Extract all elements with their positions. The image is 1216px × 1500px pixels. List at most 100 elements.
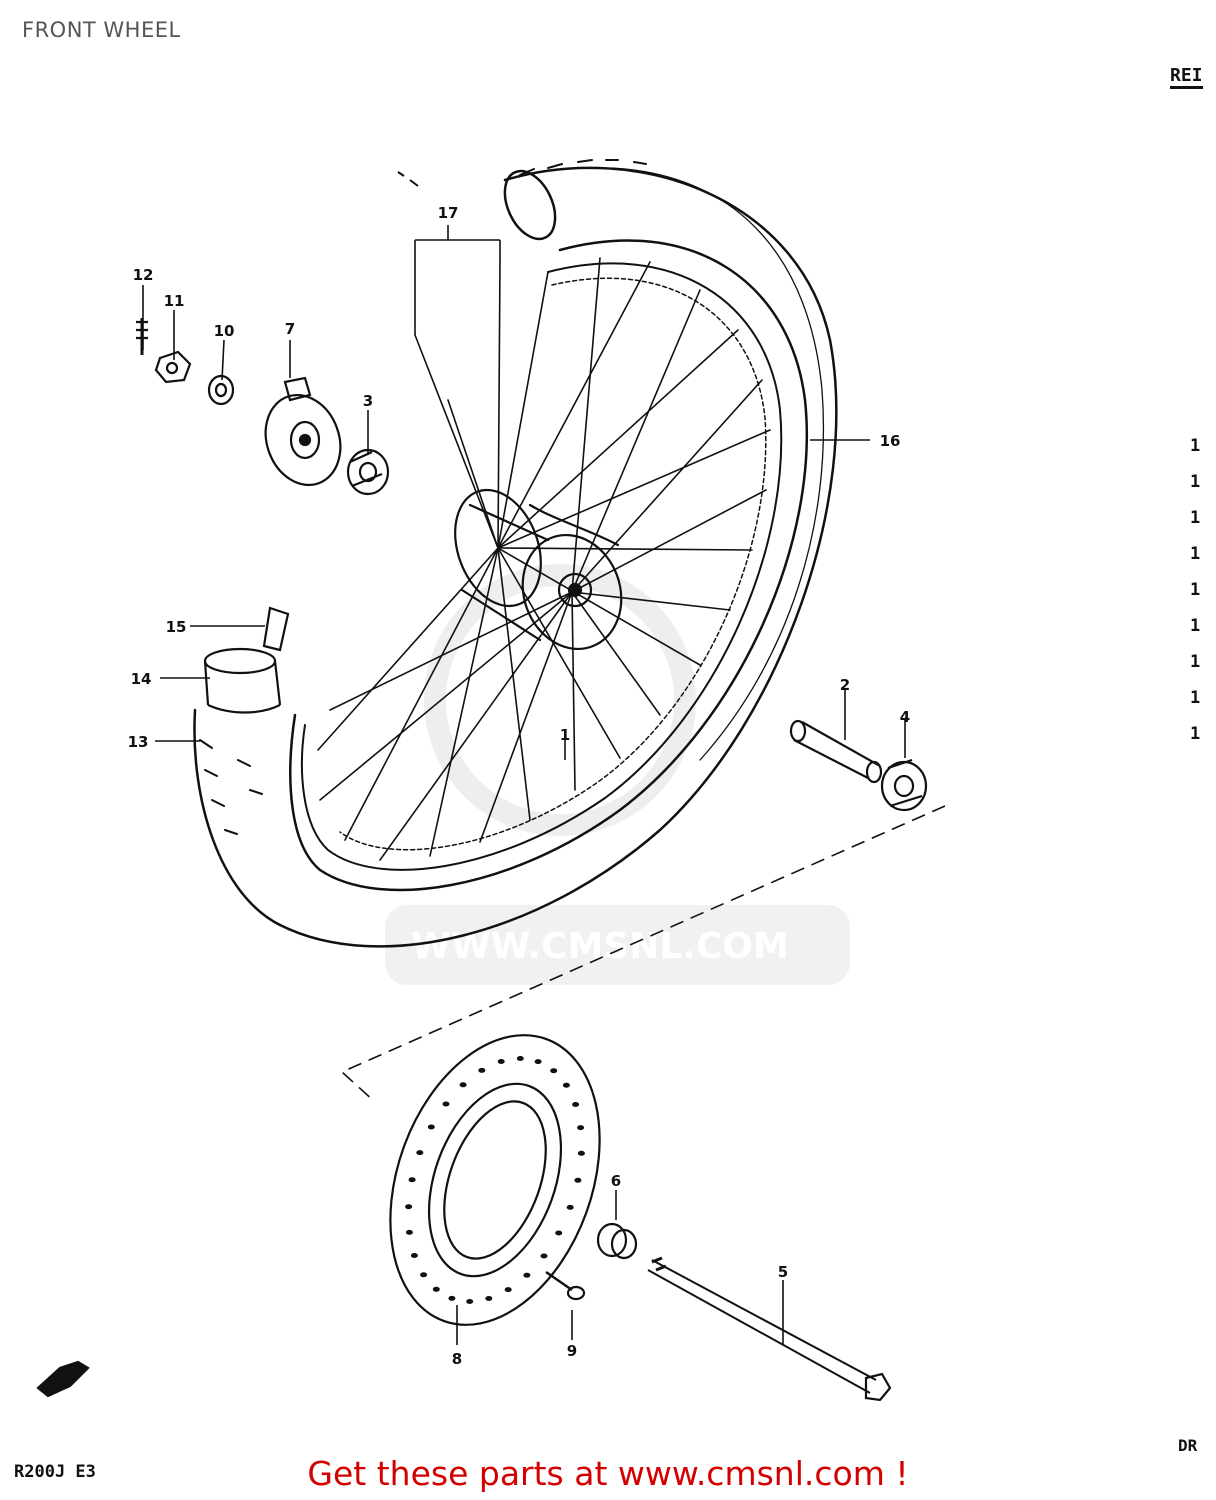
spoke	[429, 547, 499, 857]
disc-hole	[504, 1287, 512, 1293]
rim-outer	[300, 262, 783, 871]
ref-column-item: 1	[1190, 724, 1201, 744]
small-parts	[36, 171, 928, 1402]
axle-5	[647, 1256, 892, 1402]
disc-hole	[448, 1295, 456, 1301]
callout-16: 16	[880, 432, 901, 450]
ref-column-item: 1	[1190, 508, 1201, 528]
disc-hole	[427, 1124, 435, 1130]
callout-4: 4	[900, 708, 910, 726]
valve-band-top	[503, 169, 557, 241]
footer-banner-link[interactable]: Get these parts at www.cmsnl.com !	[307, 1454, 909, 1493]
bearing-3	[346, 448, 390, 496]
spoke	[414, 334, 499, 549]
spoke	[479, 591, 573, 843]
disc-hole	[405, 1229, 413, 1235]
spoke	[319, 591, 573, 801]
ref-column-item: 1	[1190, 652, 1201, 672]
ref-column-item: 1	[1190, 688, 1201, 708]
axle-centerline	[340, 805, 946, 1103]
disc-hole	[466, 1299, 474, 1304]
spoke	[571, 591, 576, 791]
disc-hole	[577, 1125, 585, 1131]
tube-14	[203, 647, 282, 714]
brake-disc-8	[389, 1034, 601, 1326]
spoke	[497, 259, 501, 549]
callout-2: 2	[840, 676, 850, 694]
spoke	[329, 591, 573, 711]
bearing-4	[880, 758, 928, 812]
bolt-12	[136, 318, 148, 355]
callout-9: 9	[567, 1342, 577, 1360]
ref-code: REI	[1170, 66, 1203, 89]
cmsnl-watermark: WWW.CMSNL.COM	[385, 564, 850, 985]
disc-hole	[497, 1059, 505, 1064]
callout-14: 14	[131, 670, 152, 688]
wheel-spokes	[317, 257, 771, 861]
disc-hole	[534, 1059, 542, 1065]
ref-column-item: 1	[1190, 616, 1201, 636]
callout-labels: 17 12 11 10 7 3 16 15 14 13 2 4 1 6 5 8 …	[128, 204, 911, 1368]
spoke	[317, 547, 499, 751]
spoke	[497, 547, 701, 666]
disc-hole	[432, 1286, 440, 1292]
disc-hole	[523, 1272, 531, 1278]
tyre-tread-blocks	[199, 159, 647, 835]
disc-hole	[442, 1101, 450, 1107]
ref-column-item: 1	[1190, 544, 1201, 564]
spoke	[379, 591, 573, 861]
diagram-title: FRONT WHEEL	[22, 18, 181, 42]
front-wheel-assembly	[193, 159, 838, 948]
spoke	[571, 591, 731, 611]
callout-6: 6	[611, 1172, 621, 1190]
callout-5: 5	[778, 1263, 788, 1281]
model-code: R200J E3	[14, 1462, 96, 1482]
disc-hole	[550, 1068, 558, 1074]
disc-hole	[555, 1230, 563, 1236]
spoke	[497, 547, 531, 821]
rim-band-15	[262, 606, 290, 652]
disc-hole	[540, 1253, 548, 1259]
disc-hole	[485, 1296, 493, 1301]
spoke	[571, 591, 661, 716]
ref-column-item: 1	[1190, 472, 1201, 492]
ref-column-item: 1	[1190, 580, 1201, 600]
leader-lines	[142, 225, 946, 1345]
spoke	[497, 429, 771, 549]
spoke	[497, 547, 621, 759]
spoke	[497, 547, 753, 551]
callout-11: 11	[164, 292, 185, 310]
callout-7: 7	[285, 320, 295, 338]
spoke	[497, 271, 549, 549]
callout-17: 17	[438, 204, 459, 222]
series-code: DR	[1178, 1436, 1198, 1455]
disc-hole	[416, 1150, 424, 1156]
spoke	[571, 379, 763, 593]
rim-inner	[339, 277, 767, 851]
spacer-2	[789, 719, 883, 784]
disc-hole	[478, 1067, 486, 1073]
disc-hole	[410, 1253, 418, 1258]
disc-hole	[577, 1150, 585, 1156]
callout-3: 3	[363, 392, 373, 410]
disc-hole	[516, 1056, 524, 1061]
disc-hole	[408, 1177, 416, 1183]
spoke	[344, 547, 499, 841]
screw-9	[545, 1270, 586, 1301]
wheel-hub	[454, 488, 623, 651]
spoke	[497, 329, 739, 549]
tyre-sidewall-line	[611, 167, 825, 761]
nut-11	[154, 350, 192, 384]
disc-hole	[405, 1204, 413, 1210]
spoke	[497, 261, 651, 549]
callout-10: 10	[214, 322, 235, 340]
spoke	[571, 489, 767, 593]
callout-8: 8	[452, 1350, 462, 1368]
disc-hole	[566, 1204, 574, 1210]
disc-holes	[405, 1056, 585, 1304]
watermark-text: WWW.CMSNL.COM	[411, 926, 789, 967]
disc-hole	[459, 1082, 467, 1088]
disc-hole	[574, 1177, 582, 1183]
ref-column-item: 1	[1190, 436, 1201, 456]
